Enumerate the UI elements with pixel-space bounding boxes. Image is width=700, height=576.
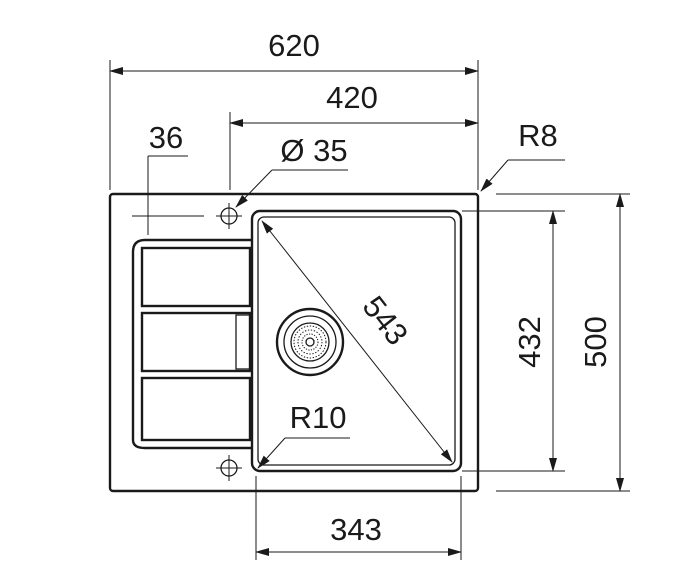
dimension-lines [109, 60, 630, 560]
drainer-outline [131, 238, 252, 450]
drain-strainer [275, 307, 345, 377]
dim-bowl-depth: 432 [512, 316, 547, 368]
drainer-rib-1 [140, 246, 252, 308]
dim-bowl-offset-width: 420 [326, 80, 378, 115]
dim-bowl-width: 343 [330, 512, 382, 547]
dimension-labels: 620 420 36 Ø 35 R8 543 R10 432 500 343 [149, 28, 613, 547]
bowl-inner-edge [257, 216, 456, 466]
drainer-rib-2-inset [235, 314, 251, 370]
sink-outer-outline [108, 192, 480, 493]
tap-hole-bottom [216, 455, 242, 481]
dim-corner-radius-inner: R10 [290, 400, 347, 435]
tap-hole-top [216, 203, 242, 229]
dim-tap-hole-offset: 36 [149, 120, 183, 155]
dim-tap-hole-diameter: Ø 35 [280, 133, 347, 168]
dim-overall-width: 620 [268, 28, 320, 63]
sink-body [108, 192, 480, 493]
dim-diagonal: 543 [356, 289, 415, 351]
dim-overall-depth: 500 [578, 316, 613, 368]
drainer-rib-2 [140, 311, 252, 373]
bowl-outline [250, 209, 463, 473]
drainer-rib-3 [140, 376, 252, 442]
dim-corner-radius-outer: R8 [518, 118, 558, 153]
